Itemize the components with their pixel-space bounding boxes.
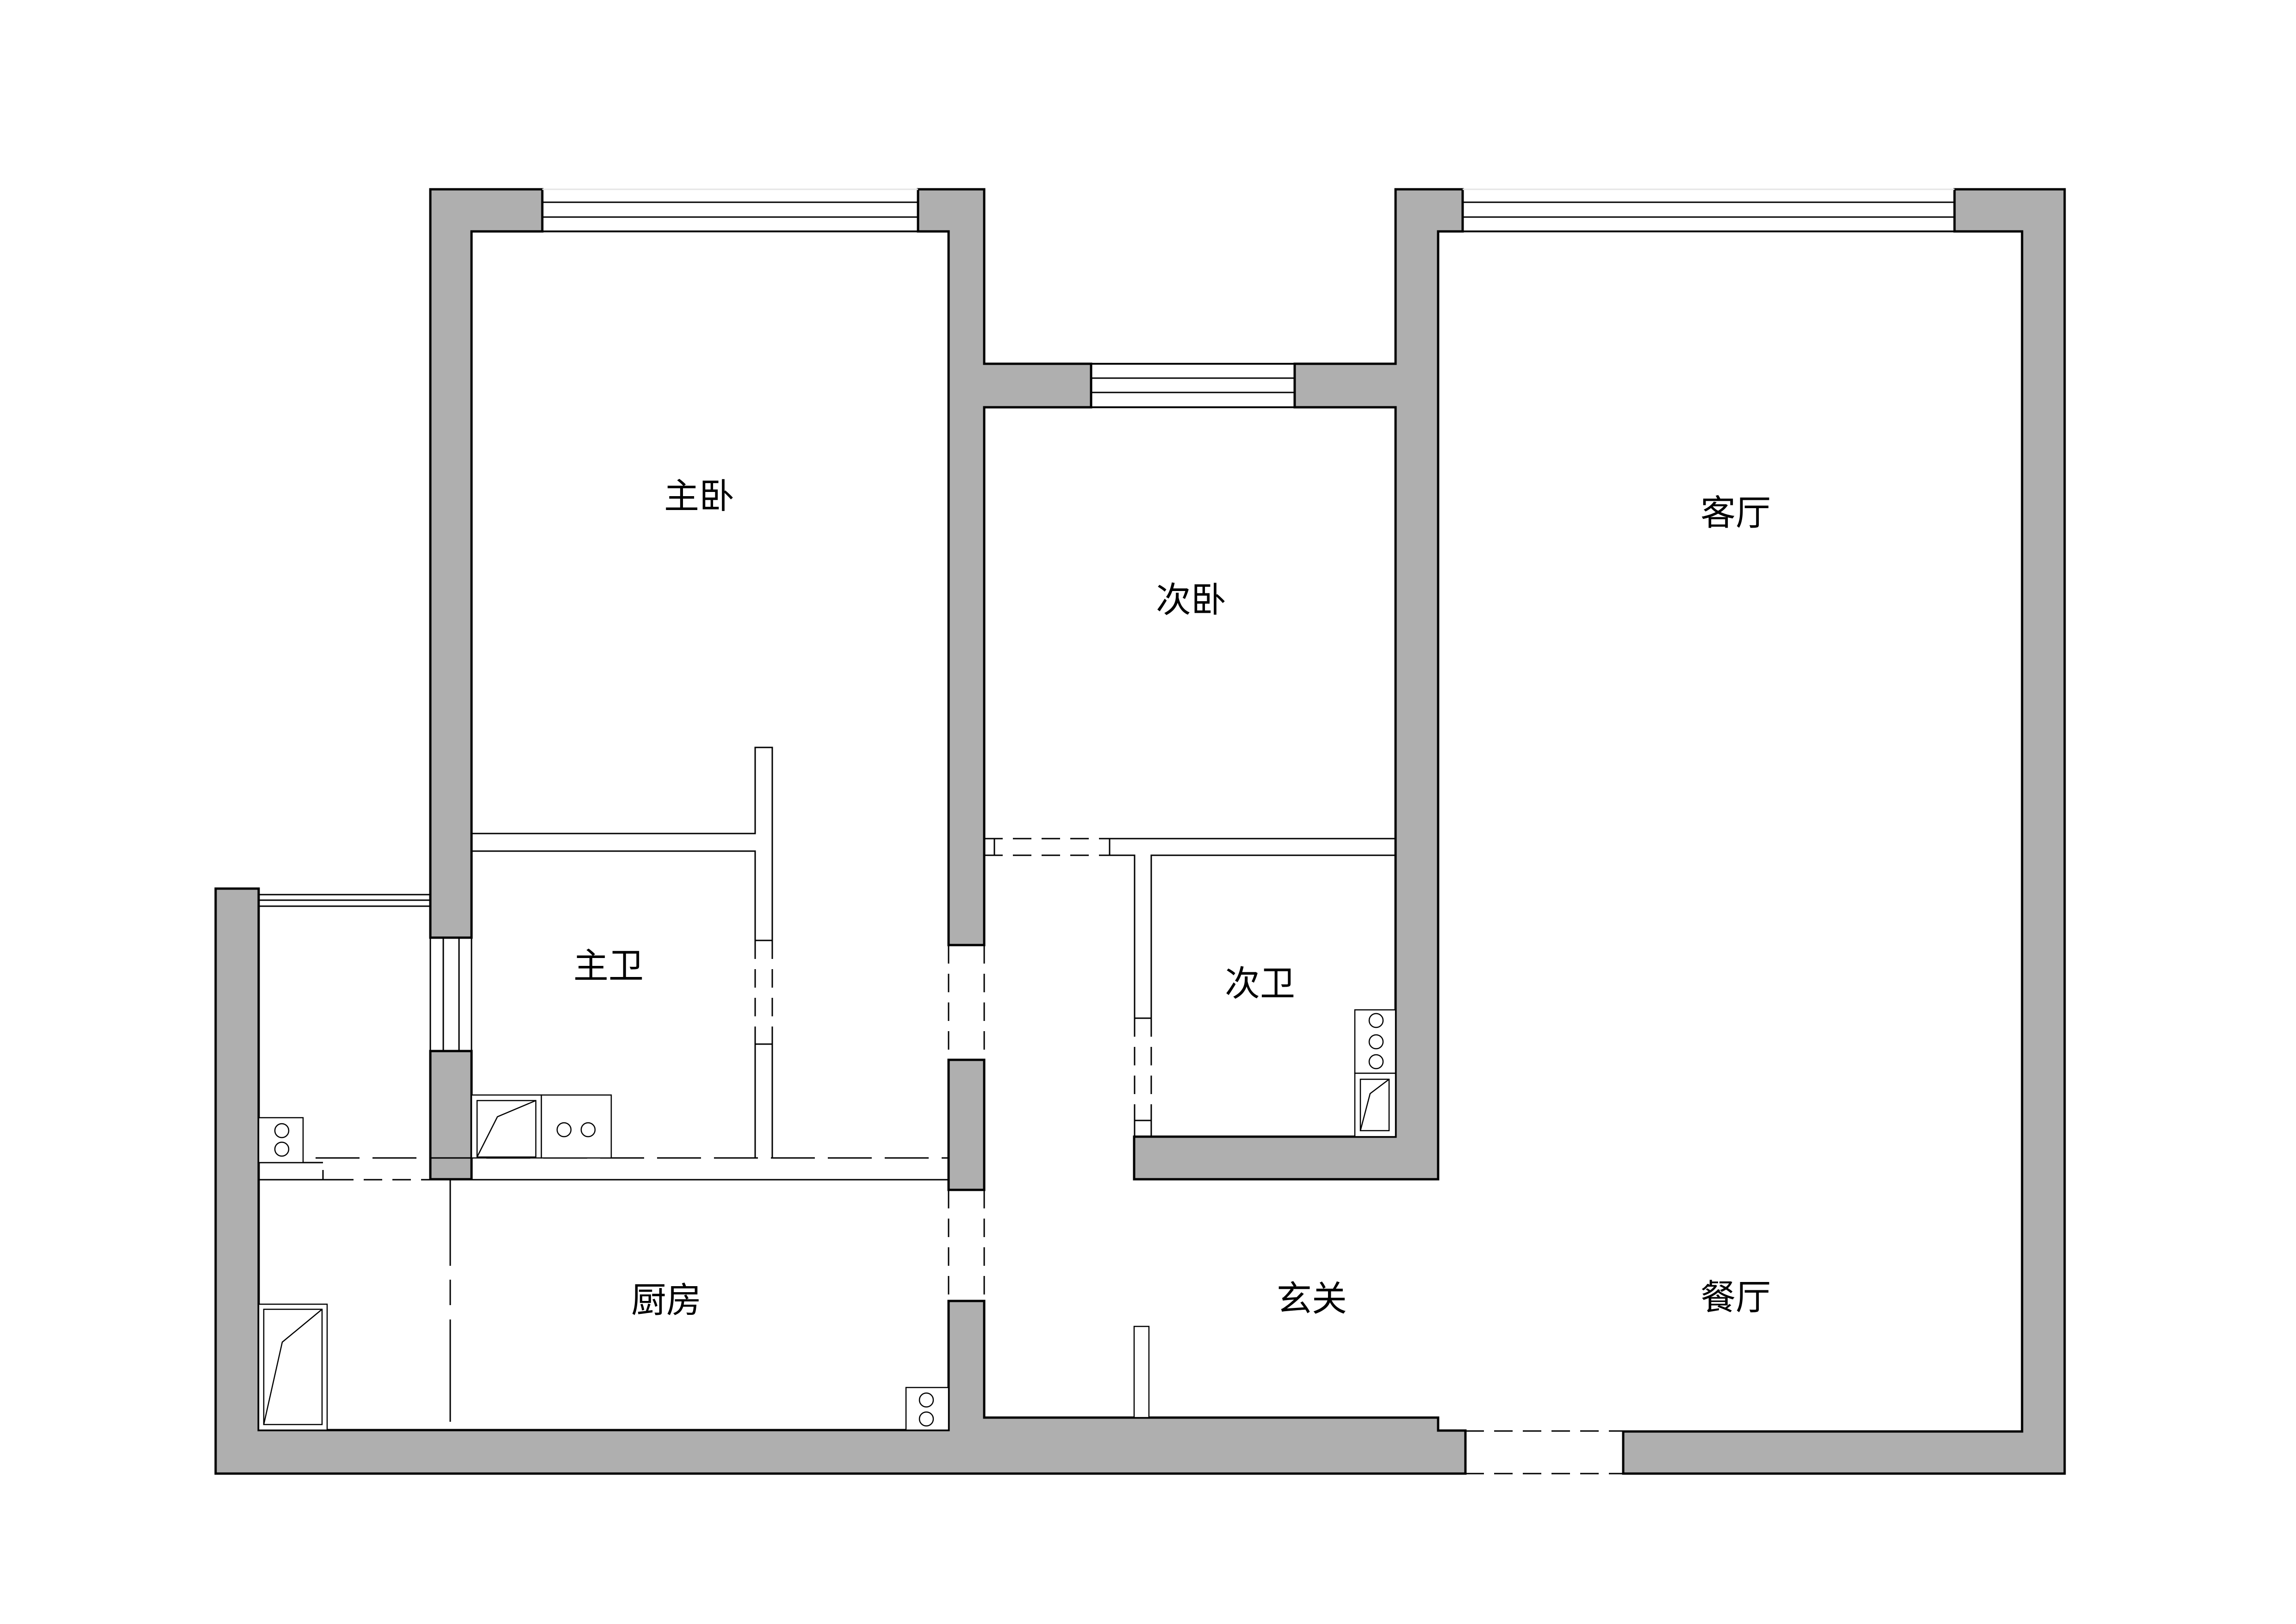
room-label-kitchen: 厨房 bbox=[631, 1280, 701, 1321]
wall-master-bedroom-east bbox=[917, 188, 1092, 946]
partition-master-bathroom bbox=[472, 747, 773, 1158]
entrance-shoe-cabinet bbox=[1133, 1325, 1150, 1419]
room-label-master-bathroom: 主卫 bbox=[573, 946, 644, 987]
window-second-bedroom-north bbox=[1091, 363, 1295, 408]
room-labels: 主卧 次卧 客厅 主卫 次卫 厨房 玄关 餐厅 bbox=[573, 476, 1771, 1321]
window-balcony-north bbox=[259, 894, 430, 907]
wall-hallway-west-middle bbox=[947, 1058, 986, 1191]
kitchen-stove-icon bbox=[905, 1387, 949, 1431]
door-entrance bbox=[1465, 1430, 1623, 1475]
wall-living-room-east-south bbox=[1622, 188, 2066, 1475]
kitchen-appliance-icon bbox=[258, 1303, 328, 1431]
window-living-room-north bbox=[1463, 188, 1955, 232]
counter-lines bbox=[259, 1157, 949, 1181]
door-second-bedroom bbox=[984, 838, 1111, 856]
partition-second-bathroom bbox=[1110, 838, 1396, 1137]
master-bathroom-sink-icon bbox=[540, 1094, 612, 1159]
master-bathroom-toilet-icon bbox=[471, 1094, 542, 1159]
room-label-entrance: 玄关 bbox=[1277, 1278, 1347, 1319]
window-master-bathroom-west bbox=[429, 938, 472, 1051]
room-label-master-bedroom: 主卧 bbox=[664, 476, 734, 517]
door-master-bathroom bbox=[754, 940, 773, 1045]
door-kitchen bbox=[948, 1190, 985, 1301]
window-master-bedroom-north bbox=[542, 188, 918, 232]
walls bbox=[214, 188, 2066, 1475]
door-second-bathroom bbox=[1134, 1017, 1152, 1121]
room-label-second-bedroom: 次卧 bbox=[1156, 579, 1226, 621]
wall-master-bedroom-west bbox=[429, 188, 544, 939]
second-bathroom-sink-icon bbox=[1354, 1009, 1396, 1074]
second-bathroom-toilet-icon bbox=[1354, 1072, 1396, 1138]
room-label-living-room: 客厅 bbox=[1700, 492, 1771, 534]
room-label-dining-room: 餐厅 bbox=[1700, 1277, 1771, 1318]
door-hallway-master bbox=[948, 945, 985, 1060]
wall-living-room-west bbox=[1133, 188, 1464, 1181]
wall-master-bathroom-west bbox=[429, 1050, 473, 1181]
balcony-sink-icon bbox=[258, 1117, 304, 1164]
room-label-second-bathroom: 次卫 bbox=[1225, 963, 1295, 1004]
